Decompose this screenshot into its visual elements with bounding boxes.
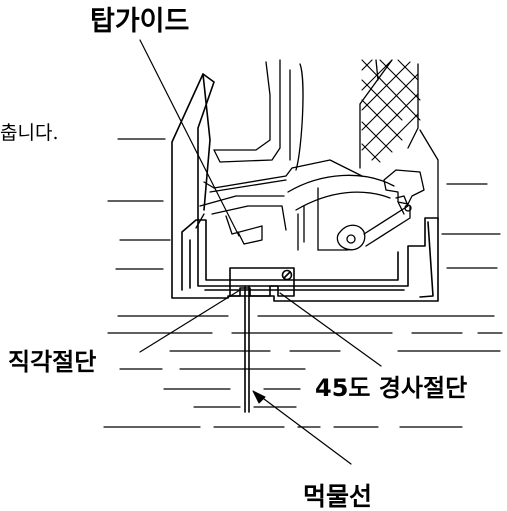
motor-housing: [195, 59, 439, 245]
bevel-adjuster: [287, 169, 425, 251]
right-angle-cut-label: 직각절단: [8, 348, 97, 376]
bevel-cut-label: 45도 경사절단: [315, 374, 468, 402]
ink-line: [244, 285, 250, 413]
blade-guard-lattice: [361, 59, 421, 163]
wood-grain-lines: [103, 138, 503, 428]
cut-guide: [229, 267, 295, 297]
cut-off-text-fragment: 춥니다.: [0, 122, 59, 144]
tap-guide-label: 탑가이드: [90, 6, 190, 37]
base-plate: [171, 73, 439, 302]
arrow-head: [252, 390, 266, 404]
ink-line-label: 먹물선: [303, 482, 373, 511]
leader-lines: [139, 39, 382, 465]
